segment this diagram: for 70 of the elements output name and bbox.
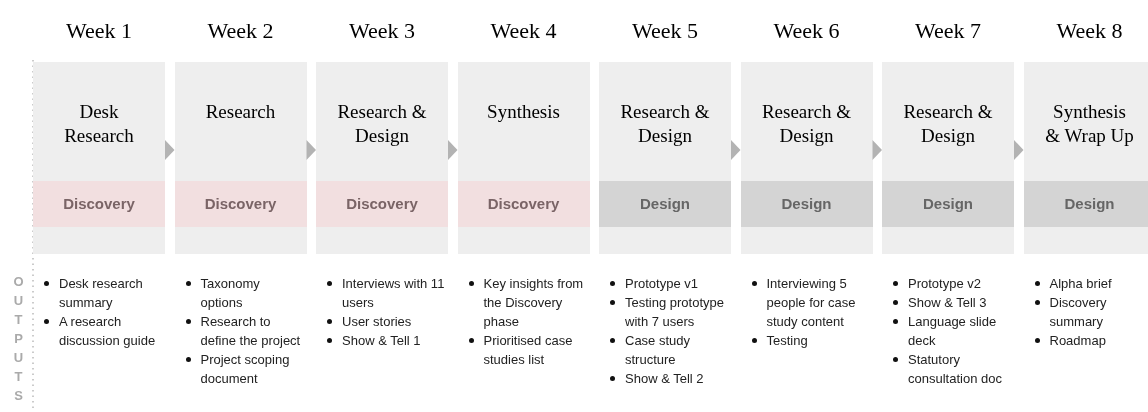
output-item: Prototype v2 [908,275,982,293]
output-item: Interviews with 11 users [342,275,446,312]
phase-band [599,181,731,227]
output-item: Taxonomy options [200,275,261,312]
stage-card [1023,62,1148,254]
output-item: Key insights from the Discovery phase [483,275,585,331]
phase-band [457,181,590,227]
phase-label: Design [923,193,973,214]
chevron-arrow [306,140,316,160]
phase-band [316,181,448,227]
output-item: Desk research summary [59,275,144,312]
output-item: Prototype v1 [625,275,699,293]
phase-label: Discovery [487,193,560,214]
stage-card [457,62,590,254]
phase-label: Discovery [346,193,418,214]
week-heading: Week 7 [913,17,982,45]
stage-title: Research [204,100,277,124]
stage-title: Research & Design [336,100,428,148]
phase-label: Design [1064,193,1115,214]
phase-label: Discovery [204,193,277,214]
output-item: Alpha brief [1049,275,1113,293]
vertical-label: OUTPUTS [12,273,25,405]
output-item: Show & Tell 3 [908,294,988,312]
output-item: Statutory consultation doc [908,351,1003,388]
stage-card [33,62,165,254]
phase-label: Discovery [63,193,135,214]
phase-band [174,181,307,227]
week-heading: Week 2 [206,17,275,45]
phase-band [882,181,1014,227]
output-item: Case study structure [625,332,692,369]
week-heading: Week 8 [1055,17,1124,45]
stage-card [882,62,1014,254]
phase-label: Design [640,193,690,214]
output-item: Prioritised case studies list [483,332,574,369]
output-item: Testing prototype with 7 users [625,294,725,331]
week-heading: Week 3 [347,17,416,45]
output-item: Show & Tell 2 [625,370,705,388]
output-item: Roadmap [1049,332,1107,350]
stage-title: Research & Design [619,100,711,148]
stage-card [740,62,873,254]
output-item: User stories [342,313,413,331]
chevron-arrow [448,140,458,160]
week-heading: Week 1 [64,17,133,45]
phase-label: Design [781,193,832,214]
chevron-arrow [731,140,741,160]
week-heading: Week 5 [630,17,699,45]
output-item: A research discussion guide [59,313,157,350]
output-item: Show & Tell 1 [342,332,422,350]
output-item: Project scoping document [200,351,291,388]
output-item: Interviewing 5 people for case study content [766,275,857,331]
chevron-arrow [165,140,175,160]
phase-band [1023,181,1148,227]
output-item: Testing [766,332,809,350]
stage-title: Desk Research [63,100,135,148]
phase-band [740,181,873,227]
stage-card [174,62,307,254]
stage-title: Research & Design [902,100,994,148]
week-heading: Week 4 [489,17,558,45]
stage-card [316,62,448,254]
stage-card [599,62,731,254]
chevron-arrow [1014,140,1024,160]
phase-band [33,181,165,227]
stage-title: Synthesis & Wrap Up [1044,100,1135,148]
output-item: Research to define the project [200,313,302,350]
chevron-arrow [872,140,882,160]
stage-title: Synthesis [486,100,561,124]
output-item: Language slide deck [908,313,998,350]
output-item: Discovery summary [1049,294,1108,331]
stage-title: Research & Design [760,100,853,148]
week-heading: Week 6 [772,17,841,45]
